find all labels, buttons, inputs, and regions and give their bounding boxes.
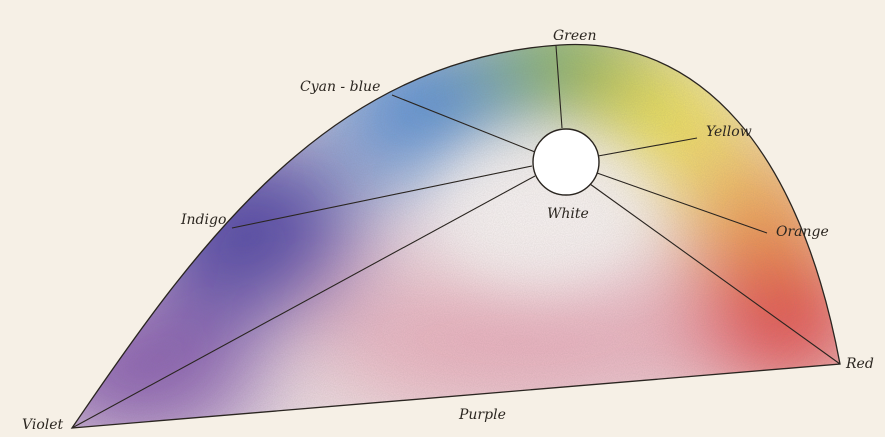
label-indigo: Indigo [181,213,226,227]
label-orange: Orange [776,225,829,239]
label-red: Red [846,357,874,371]
label-yellow: Yellow [706,125,752,139]
label-green: Green [553,29,596,43]
label-purple: Purple [459,408,506,422]
label-violet: Violet [22,418,63,432]
label-white: White [547,207,589,221]
label-cyan-blue: Cyan - blue [300,80,380,94]
white-point-circle [533,129,599,195]
